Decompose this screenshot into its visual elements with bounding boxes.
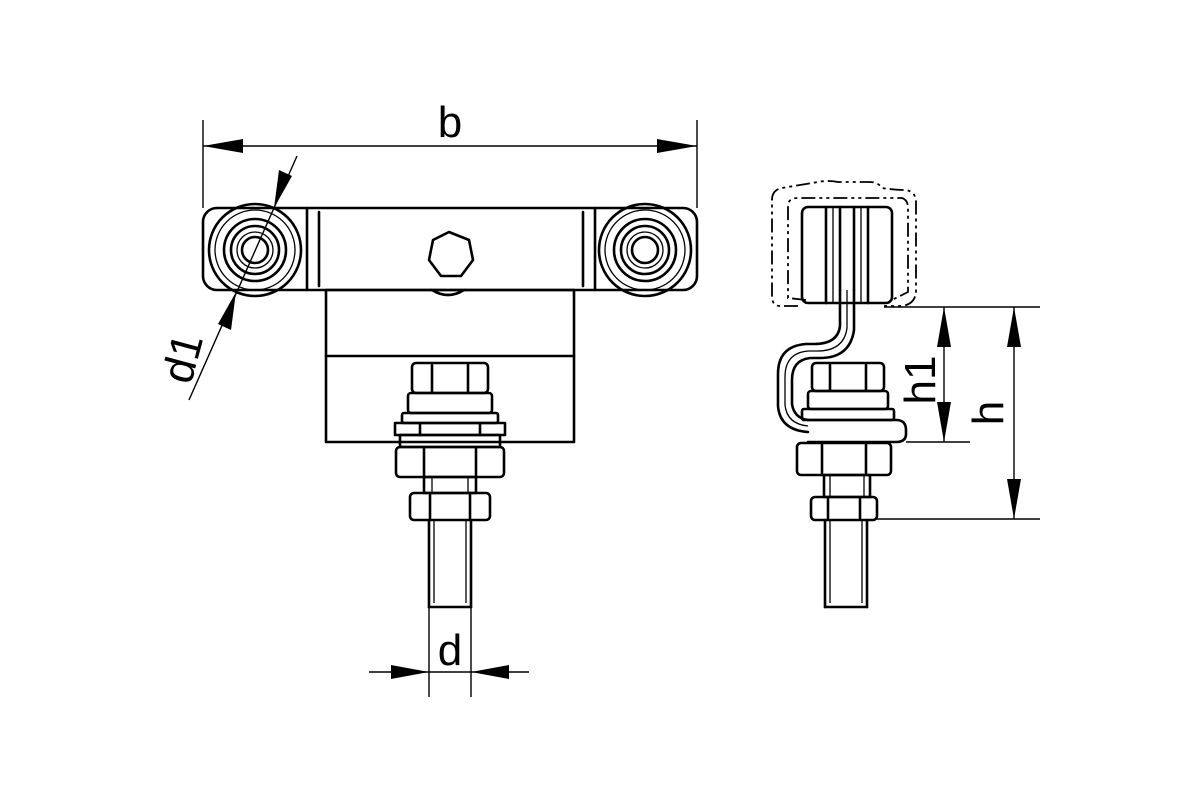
- side-view: [771, 180, 917, 609]
- dimension-b: b: [202, 98, 698, 208]
- roller-side: [800, 205, 894, 305]
- label-h: h: [964, 401, 1013, 425]
- dimension-d1: d1: [153, 155, 298, 401]
- dimension-h: h: [877, 307, 1040, 520]
- roller-left: [207, 202, 303, 298]
- side-upper-nut: [800, 361, 896, 422]
- hook-foot: [806, 418, 908, 444]
- lower-nut: [394, 445, 506, 495]
- dimension-d: d: [369, 607, 529, 697]
- rail-profile-outer: [771, 180, 917, 307]
- side-lower-nut: [795, 441, 893, 499]
- front-view: [201, 202, 699, 609]
- roller-right: [597, 202, 693, 298]
- rail-profile-inner: [787, 197, 909, 301]
- side-threaded-rod: [823, 518, 869, 609]
- hanger-body: [324, 288, 576, 444]
- label-b: b: [438, 98, 462, 147]
- lock-nut: [408, 491, 492, 522]
- label-d1: d1: [153, 328, 213, 388]
- side-lock-nut: [809, 495, 879, 522]
- threaded-rod: [427, 518, 473, 609]
- center-bolt-head: [427, 230, 475, 278]
- hanger-hook: [776, 288, 842, 434]
- label-d: d: [438, 626, 462, 675]
- dimension-h1: h1: [884, 306, 1040, 443]
- label-h1: h1: [896, 356, 945, 405]
- carrier-plate: [201, 206, 699, 292]
- clamp-plate: [393, 421, 507, 449]
- upper-nut: [400, 361, 500, 425]
